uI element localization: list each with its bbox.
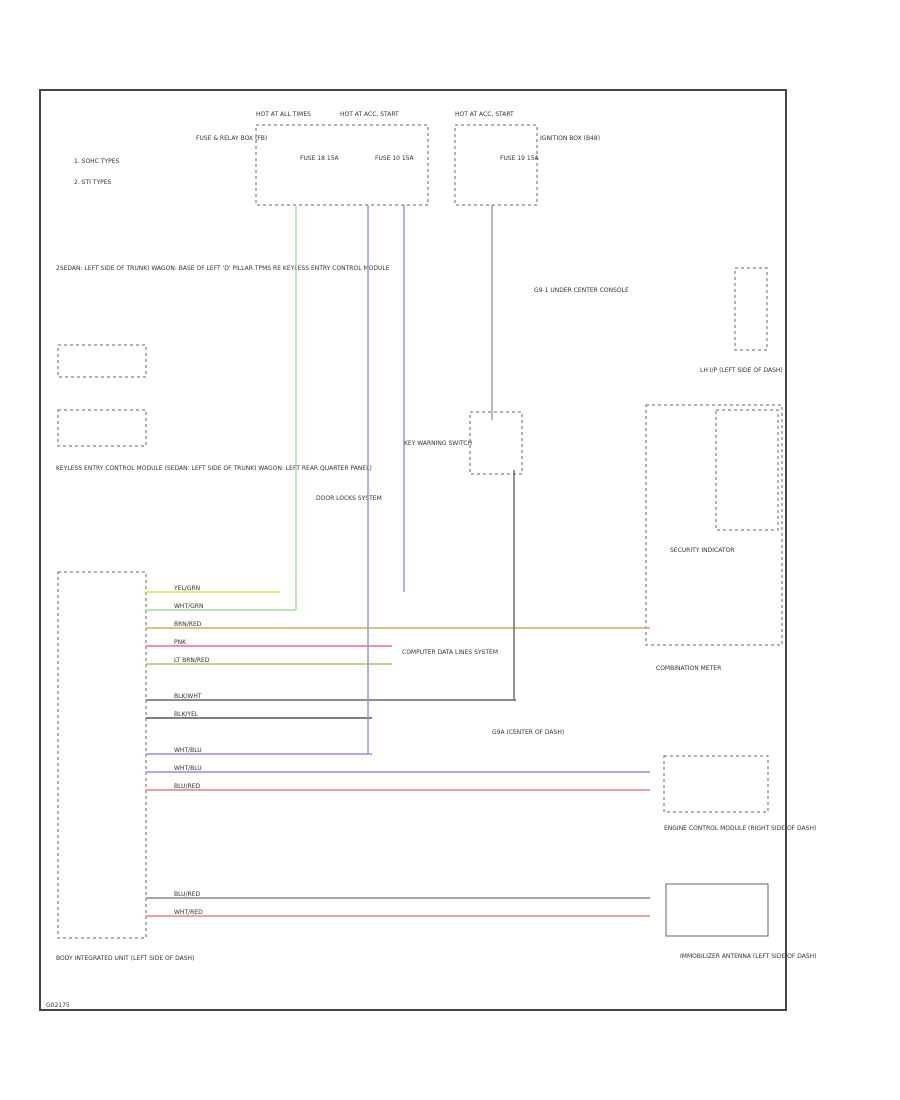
- hot-at-acc-start-2-label: HOT AT ACC, START: [455, 111, 514, 118]
- fuse-relay-box: [255, 124, 429, 206]
- door-locks-label: DOOR LOCKS SYSTEM: [316, 495, 382, 502]
- wire-label: BLK/YEL: [174, 711, 199, 718]
- hot-at-acc-start-label: HOT AT ACC, START: [340, 111, 399, 118]
- engine-control-module-box: [663, 755, 769, 813]
- fuse-a-label: FUSE 18 15A: [300, 155, 340, 162]
- wire-label: LT BRN/RED: [174, 657, 210, 664]
- diagram-frame: [39, 89, 787, 1011]
- legend-line-1: 1. SOHC TYPES: [74, 158, 120, 165]
- wire-label: WHT/RED: [174, 909, 203, 916]
- fuse-c-label: FUSE 19 15A: [500, 155, 540, 162]
- ignition-box-label: IGNITION BOX (B48): [540, 135, 600, 142]
- ground-connector-box: [734, 267, 768, 351]
- computer-datalines-label: COMPUTER DATA LINES SYSTEM: [402, 649, 498, 656]
- fuse-b-label: FUSE 10 15A: [375, 155, 415, 162]
- wire-label: BRN/RED: [174, 621, 202, 628]
- wire-label: BLK/WHT: [174, 693, 202, 700]
- wire-label: BLU/RED: [174, 783, 201, 790]
- keyless-upper-label: 2SEDAN: LEFT SIDE OF TRUNK) WAGON: BASE …: [56, 265, 390, 272]
- wire-label: YEL/GRN: [173, 585, 200, 592]
- key-warning-label: KEY WARNING SWITCH: [404, 440, 472, 447]
- keyless-lower-label: KEYLESS ENTRY CONTROL MODULE (SEDAN: LEF…: [56, 465, 372, 472]
- combination-meter-box: [645, 404, 783, 646]
- security-label: SECURITY INDICATOR: [670, 547, 734, 554]
- ignition-box: [454, 124, 538, 206]
- wire-label: WHT/GRN: [174, 603, 203, 610]
- combination-meter-label: COMBINATION METER: [656, 665, 721, 672]
- immobilizer-antenna-box: [665, 883, 769, 937]
- wire-group: YEL/GRN WHT/GRN BRN/RED PNK LT BRN/RED BLK/WH…: [146, 205, 650, 917]
- body-integrated-unit-box: [57, 571, 147, 939]
- wire-label: WHT/BLU: [174, 747, 202, 754]
- g9a-label: G9A (CENTER OF DASH): [492, 729, 564, 736]
- keyless-module-lower: [57, 409, 147, 447]
- ground-label: G9-1 UNDER CENTER CONSOLE: [534, 287, 629, 294]
- immobilizer-antenna-label: IMMOBILIZER ANTENNA (LEFT SIDE OF DASH): [680, 953, 817, 960]
- body-integrated-label: BODY INTEGRATED UNIT (LEFT SIDE OF DASH): [56, 955, 194, 962]
- engine-control-label: ENGINE CONTROL MODULE (RIGHT SIDE OF DAS…: [664, 825, 816, 832]
- wire-label: WHT/BLU: [174, 765, 202, 772]
- fuse-relay-box-label: FUSE & RELAY BOX (FB): [196, 135, 267, 142]
- lh-ip-label: LH I/P (LEFT SIDE OF DASH): [700, 367, 783, 374]
- lh-ip-box: [715, 409, 779, 531]
- keyless-module-upper: [57, 344, 147, 378]
- legend-line-2: 2. STI TYPES: [74, 179, 112, 186]
- wire-label: PNK: [174, 639, 187, 646]
- wire-label: BLU/RED: [174, 891, 201, 898]
- key-warning-switch-box: [469, 411, 523, 475]
- hot-at-all-times-label: HOT AT ALL TIMES: [256, 111, 311, 118]
- footer-code: G02175: [46, 1002, 70, 1009]
